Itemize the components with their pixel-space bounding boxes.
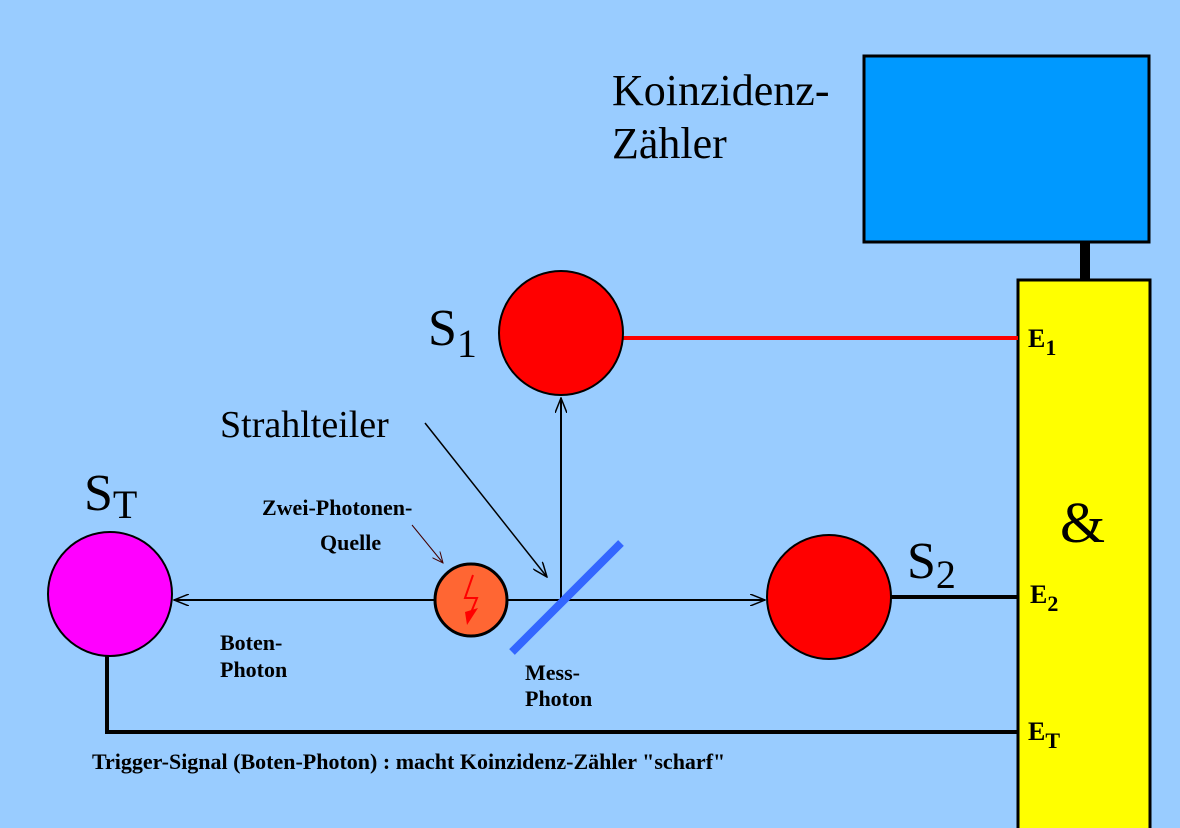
herald-label-line1: Boten- xyxy=(220,630,282,655)
gate-input-et: ET xyxy=(1028,717,1060,753)
measure-label-line2: Photon xyxy=(525,686,592,711)
beam-splitter xyxy=(509,540,624,655)
and-gate-symbol: & xyxy=(1060,490,1105,555)
label-s2: S2 xyxy=(907,533,956,597)
source-label-line2: Quelle xyxy=(320,530,381,555)
herald-label-line2: Photon xyxy=(220,657,287,682)
counter-connector xyxy=(1080,242,1090,280)
beam-splitter-pointer xyxy=(424,422,547,577)
counter-label-line1: Koinzidenz- xyxy=(612,66,829,115)
beam-splitter-label: Strahlteiler xyxy=(220,404,389,446)
detector-s1 xyxy=(498,270,624,396)
gate-input-e1: E1 xyxy=(1028,324,1056,360)
coincidence-counter-box xyxy=(862,54,1151,244)
source-label-line1: Zwei-Photonen- xyxy=(262,495,412,520)
lightning-icon xyxy=(463,574,479,625)
label-s1: S1 xyxy=(428,300,477,366)
detector-s2 xyxy=(766,534,892,660)
measure-label-line1: Mess- xyxy=(525,660,580,685)
trigger-caption: Trigger-Signal (Boten-Photon) : macht Ko… xyxy=(92,749,725,774)
counter-label-line2: Zähler xyxy=(612,119,727,168)
detector-st xyxy=(47,531,173,657)
two-photon-source xyxy=(433,562,509,638)
gate-input-e2: E2 xyxy=(1030,580,1058,616)
label-st: ST xyxy=(84,465,137,527)
trigger-wire xyxy=(105,656,1018,734)
source-pointer xyxy=(411,524,443,563)
and-gate-box xyxy=(1016,278,1152,828)
